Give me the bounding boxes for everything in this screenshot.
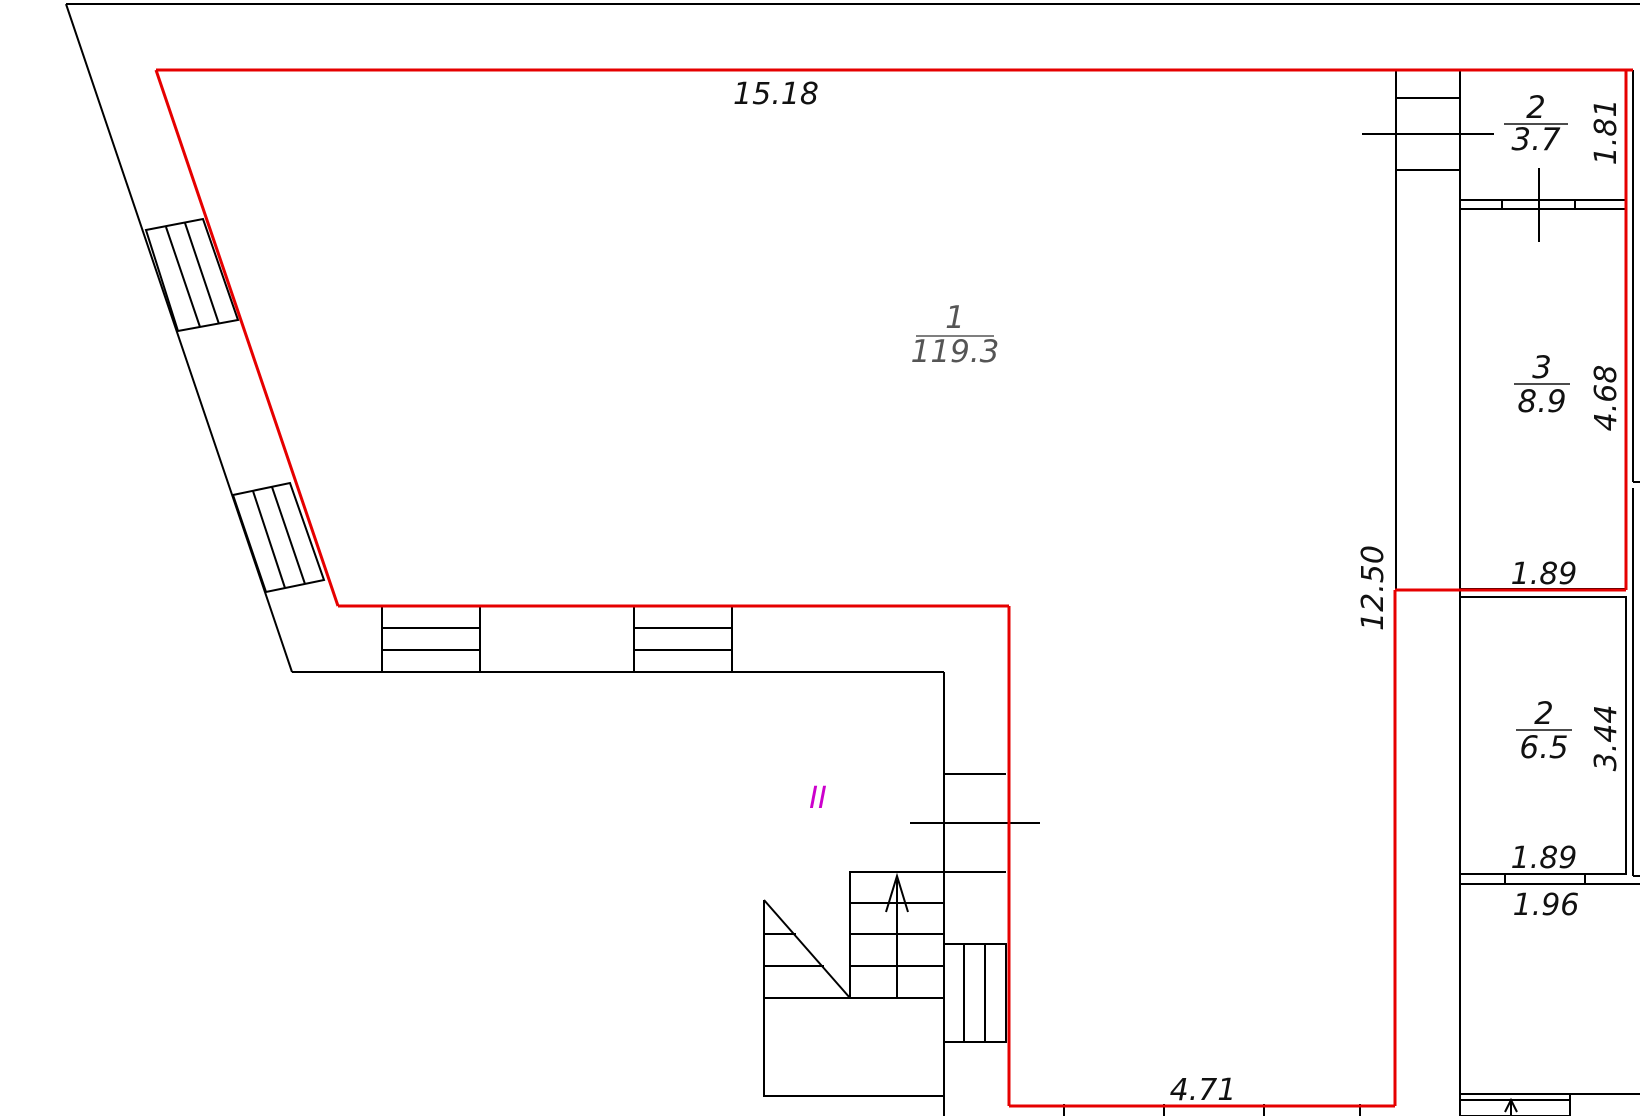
room-2a-number: 2 (1526, 90, 1546, 126)
building-walls (65, 3, 1640, 1116)
room-1-number: 1 (945, 300, 965, 336)
dim-room3-height: 4.68 (1589, 365, 1624, 432)
dim-room2-height: 1.81 (1589, 99, 1624, 166)
staircase (763, 871, 1007, 1097)
room-3-area: 8.9 (1517, 384, 1566, 420)
room-label-2a: 2 3.7 (1504, 90, 1568, 158)
room-2a-area: 3.7 (1511, 122, 1561, 158)
room-3-number: 3 (1532, 350, 1552, 386)
room-label-3: 3 8.9 (1514, 350, 1570, 420)
door-inner-wall (910, 773, 1040, 873)
room-2b-area: 6.5 (1519, 730, 1568, 766)
window-bottom-left (381, 605, 481, 673)
dim-room3-width: 1.89 (1511, 557, 1578, 592)
room-label-1: 1 119.3 (911, 300, 1000, 370)
room-1-area: 119.3 (911, 334, 1000, 370)
arrow-icon (1504, 1097, 1518, 1116)
window-slanted-lower (231, 481, 326, 594)
room-label-2b: 2 6.5 (1516, 696, 1572, 766)
boundary-red (154, 68, 1633, 1108)
dim-corridor-length: 12.50 (1356, 545, 1391, 631)
section-label: II (809, 781, 827, 816)
dim-room2b-width: 1.89 (1511, 841, 1578, 876)
window-slanted-upper (144, 217, 240, 333)
dim-bottom-width: 4.71 (1170, 1073, 1237, 1108)
dim-room2b-height: 3.44 (1589, 705, 1624, 772)
room-2b-number: 2 (1534, 696, 1554, 732)
dim-top-width: 15.18 (733, 77, 819, 112)
window-bottom-middle (633, 605, 733, 673)
dim-lower-width: 1.96 (1513, 888, 1580, 923)
